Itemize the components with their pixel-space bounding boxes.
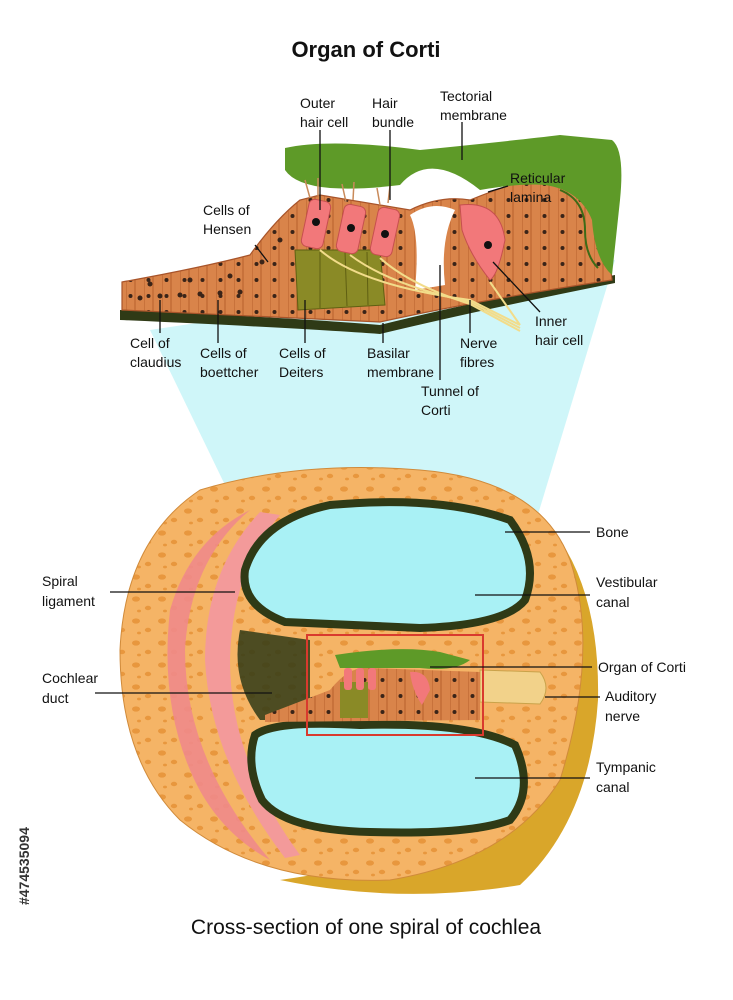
- cochlear-duct: [237, 630, 310, 720]
- basilar-membrane: [120, 275, 615, 334]
- vestibular-canal: [240, 498, 534, 633]
- outer-hair-cells: [300, 178, 401, 258]
- stock-image-id: #474535094: [16, 827, 32, 905]
- cochlea-cross-section: [119, 467, 599, 894]
- organ-of-corti-detail: [120, 135, 622, 334]
- label-organ-of-corti: Organ of Corti: [598, 659, 686, 675]
- cell-nuclei: [137, 237, 283, 301]
- label-bone: Bone: [596, 524, 629, 540]
- tunnel-of-corti: [410, 206, 455, 290]
- spiral-ligament: [167, 510, 270, 860]
- diagram-caption: Cross-section of one spiral of cochlea: [191, 916, 541, 939]
- nerve-fibres: [319, 249, 521, 332]
- tectorial-membrane: [285, 135, 622, 275]
- diagram-title: Organ of Corti: [291, 37, 440, 62]
- organ-of-corti-highlight-box: [306, 634, 484, 736]
- tympanic-canal: [247, 719, 528, 837]
- cells-of-deiters: [294, 249, 386, 311]
- auditory-nerve: [479, 669, 547, 705]
- mini-organ-of-corti: [265, 649, 480, 722]
